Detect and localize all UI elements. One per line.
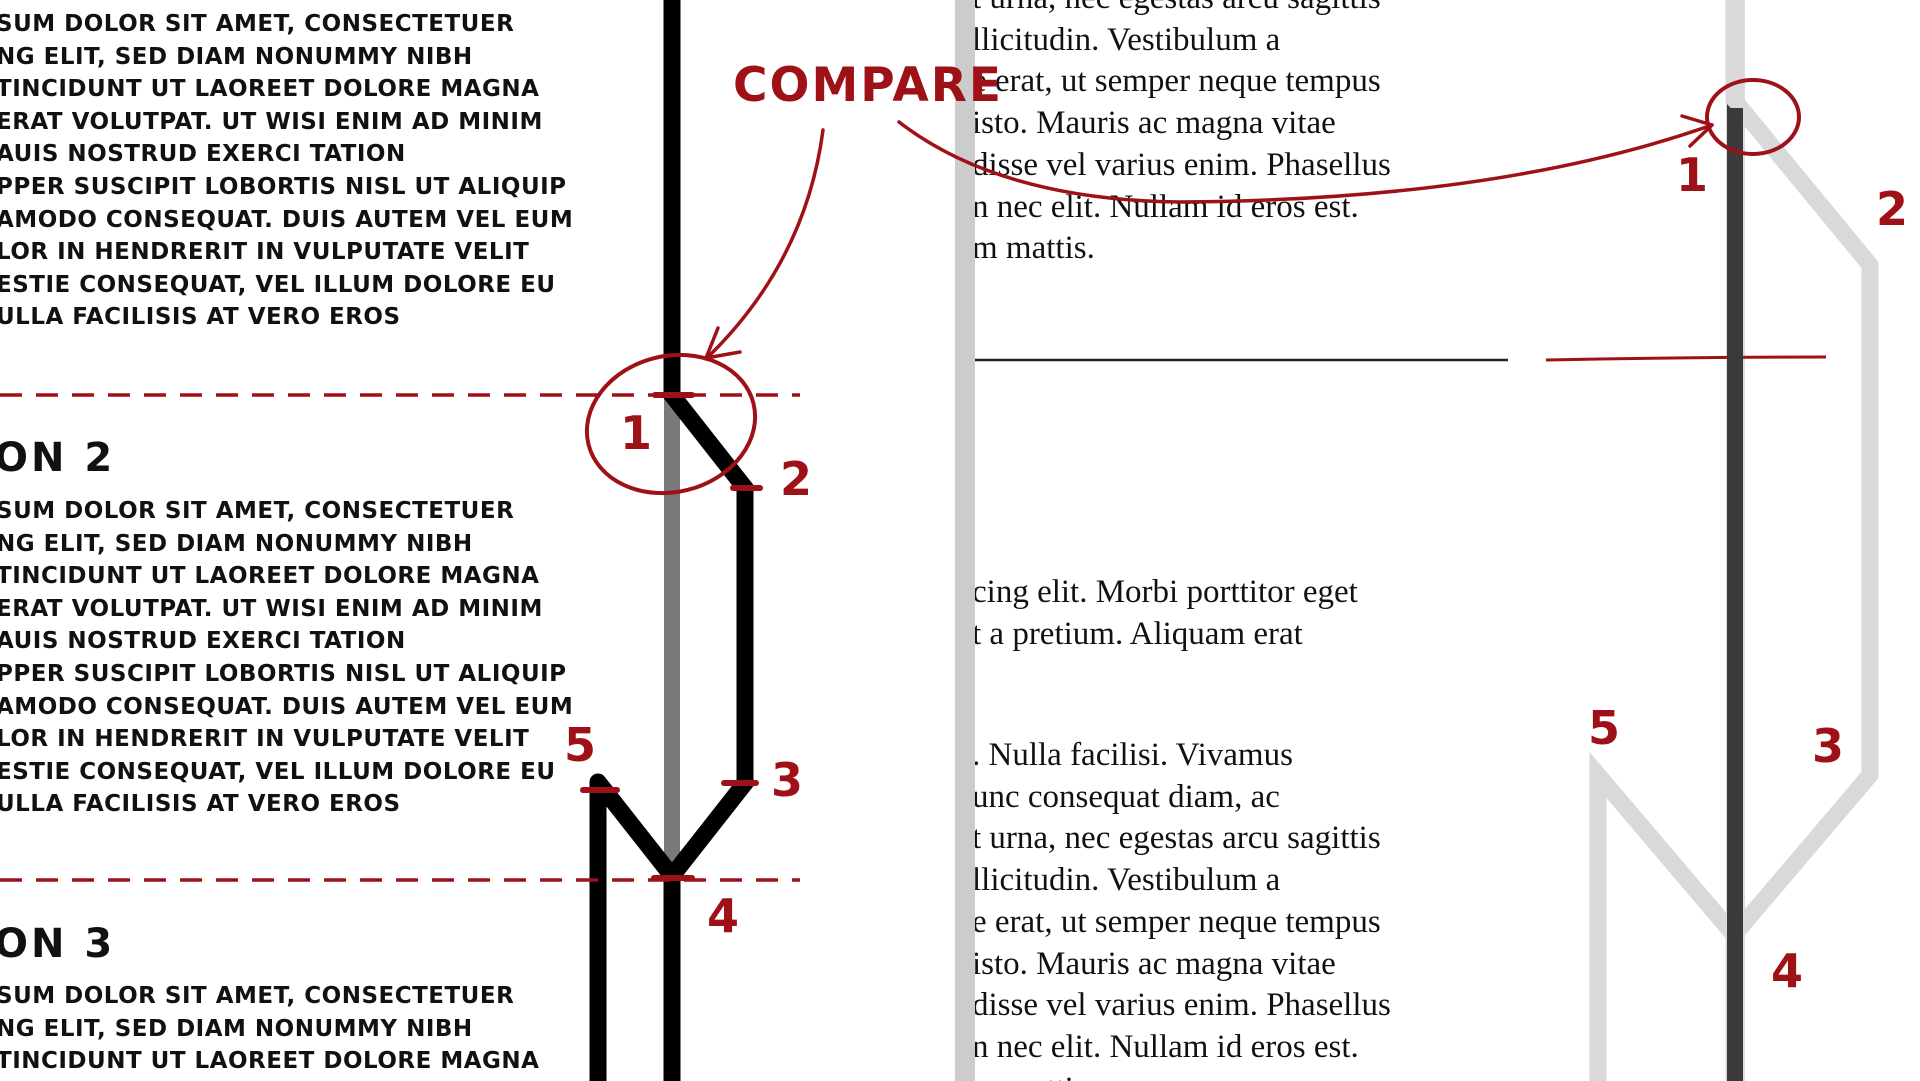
section-2-heading: ON 2 [0,435,116,481]
text-line: m mattis. [972,230,1095,267]
marker-label-right-5: 5 [1588,701,1621,755]
text-line: SUM DOLOR SIT AMET, CONSECTETUER [0,11,515,37]
marker-label-left-2: 2 [780,452,813,506]
marker-label-left-5: 5 [564,718,597,772]
text-line: AMODO CONSEQUAT. DUIS AUTEM VEL EUM [0,693,574,720]
text-line: ESTIE CONSEQUAT, VEL ILLUM DOLORE EU [0,271,556,298]
black-route-branch [589,773,679,1081]
text-line: NG ELIT, SED DIAM NONUMMY NIBH [0,530,473,557]
black-route [663,0,754,1081]
marker-label-right-3: 3 [1812,719,1845,773]
text-line: t a pretium. Aliquam erat [972,615,1303,652]
marker-label-right-4: 4 [1771,944,1804,998]
light-route-branch [1589,751,1743,1081]
compare-label: COMPARE [733,58,1004,113]
section-3-heading: ON 3 [0,921,116,967]
text-line: unc consequat diam, ac [972,778,1280,815]
text-block-3: . Nulla facilisi. Vivamus unc consequat … [972,735,1391,1081]
text-line: cing elit. Morbi porttitor eget [972,574,1358,610]
text-line: TINCIDUNT UT LAOREET DOLORE MAGNA [0,76,540,103]
text-line: SUM DOLOR SIT AMET, CONSECTETUER [0,498,515,524]
red-section-rule [1545,355,1827,362]
paragraph-3: SUM DOLOR SIT AMET, CONSECTETUER NG ELIT… [0,980,539,1078]
text-line: PPER SUSCIPIT LOBORTIS NISL UT ALIQUIP [0,173,567,200]
text-line: e erat, ut semper neque tempus [972,903,1381,940]
text-line: isto. Mauris ac magna vitae [972,105,1336,142]
text-block-1: t urna, nec egestas arcu sagittis llicit… [972,0,1391,270]
text-line: PPER SUSCIPIT LOBORTIS NISL UT ALIQUIP [0,660,567,687]
text-line: LOR IN HENDRERIT IN VULPUTATE VELIT [0,239,530,266]
text-line: disse vel varius enim. Phasellus [972,146,1391,183]
marker-label-right-1: 1 [1676,148,1709,202]
text-line: . Nulla facilisi. Vivamus [972,737,1293,773]
text-line: n nec elit. Nullam id eros est. [972,1028,1359,1065]
text-line: TINCIDUNT UT LAOREET DOLORE MAGNA [0,1048,540,1075]
text-block-2: cing elit. Morbi porttitor eget t a pret… [972,572,1358,655]
text-line: t urna, nec egestas arcu sagittis [972,820,1381,857]
compare-arrow-right [897,120,1714,204]
text-line: ULLA FACILISIS AT VERO EROS [0,304,401,331]
text-line: llicitudin. Vestibulum a [972,21,1281,58]
text-line: SUM DOLOR SIT AMET, CONSECTETUER [0,983,515,1009]
dark-track-cap [1727,104,1743,122]
highlight-circle-right [1705,78,1801,156]
marker-label-left-3: 3 [771,753,804,807]
text-line: n nec elit. Nullam id eros est. [972,188,1359,225]
text-line: ERAT VOLUTPAT. UT WISI ENIM AD MINIM [0,595,543,622]
text-line: NG ELIT, SED DIAM NONUMMY NIBH [0,43,473,70]
light-route [1725,0,1879,941]
marker-label-right-2: 2 [1876,182,1909,236]
compare-arrowhead-left [704,326,742,360]
text-line: m mattis. [972,1069,1391,1081]
marker-label-left-4: 4 [707,889,740,943]
text-line: t urna, nec egestas arcu sagittis [972,0,1391,20]
text-line: LOR IN HENDRERIT IN VULPUTATE VELIT [0,726,530,753]
text-line: ESTIE CONSEQUAT, VEL ILLUM DOLORE EU [0,758,556,785]
panel-divider-middle [955,0,975,1081]
text-line: TINCIDUNT UT LAOREET DOLORE MAGNA [0,563,540,590]
text-line: disse vel varius enim. Phasellus [972,987,1391,1024]
text-line: ERAT VOLUTPAT. UT WISI ENIM AD MINIM [0,108,543,135]
text-line: AUIS NOSTRUD EXERCI TATION [0,628,406,655]
text-line: ULLA FACILISIS AT VERO EROS [0,791,401,818]
compare-arrow-left [708,128,825,357]
paragraph-1: SUM DOLOR SIT AMET, CONSECTETUER NG ELIT… [0,8,573,334]
marker-label-left-1: 1 [620,406,653,460]
text-line: AUIS NOSTRUD EXERCI TATION [0,141,406,168]
highlight-circle-left [584,352,758,496]
text-line: e erat, ut semper neque tempus [972,63,1381,100]
paragraph-2: SUM DOLOR SIT AMET, CONSECTETUER NG ELIT… [0,495,573,821]
text-line: isto. Mauris ac magna vitae [972,945,1336,982]
compare-arrowhead-right [1680,114,1714,148]
text-line: llicitudin. Vestibulum a [972,862,1281,899]
text-line: NG ELIT, SED DIAM NONUMMY NIBH [0,1015,473,1042]
text-line: AMODO CONSEQUAT. DUIS AUTEM VEL EUM [0,206,574,233]
